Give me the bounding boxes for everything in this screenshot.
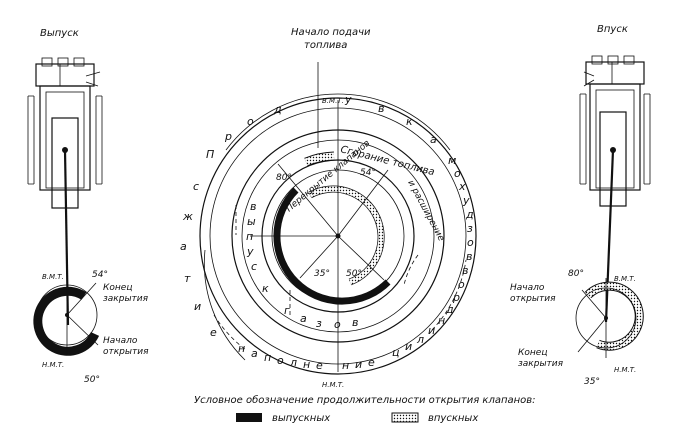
charge-letter-4: л xyxy=(289,356,297,369)
exhaust-small-circle: В.М.Т. 54° Конец закрытия Начало открыти… xyxy=(33,270,149,385)
cyl-letter-12: д xyxy=(465,208,474,221)
purge-letter-5: в xyxy=(378,102,384,115)
exhaust-title: Выпуск xyxy=(40,28,79,39)
purge-letter-3: д xyxy=(273,103,282,116)
purge-letter-6: к xyxy=(406,115,413,128)
legend-intake-label: впускных xyxy=(428,413,478,424)
center-tdc: В.М.Т. xyxy=(322,97,344,105)
cyl-letter-0: ц xyxy=(392,346,400,359)
left-start-line2: открытия xyxy=(103,347,149,357)
expansion-label: и расширение xyxy=(405,179,446,244)
left-end-line1: Конец xyxy=(103,283,132,293)
left-bdc-label: Н.М.Т. xyxy=(42,361,64,369)
cyl-letter-13: у xyxy=(462,194,470,207)
fuel-start-line1: Начало подачи xyxy=(291,27,371,38)
purge-letter-0: П xyxy=(206,148,214,161)
left-angle-top: 54° xyxy=(92,270,108,280)
exh-letter-3: у xyxy=(246,245,254,258)
exh-letter-2: п xyxy=(246,230,253,243)
compr-letter-0: с xyxy=(193,180,199,193)
left-angle-bottom: 50° xyxy=(84,375,100,385)
angle-35-center: 35° xyxy=(314,269,330,279)
cyl-letter-3: и xyxy=(428,324,435,337)
exh-letter-5: к xyxy=(262,282,269,295)
left-start-line1: Начало xyxy=(103,336,138,346)
compr-letter-5: е xyxy=(210,326,217,339)
exh-letter-0: в xyxy=(250,200,256,213)
exh-letter-7: а xyxy=(300,312,307,325)
intake-title: Впуск xyxy=(597,24,628,35)
purge-letter-2: о xyxy=(247,115,254,128)
charge-letter-9: е xyxy=(368,356,375,369)
compr-letter-1: ж xyxy=(182,210,193,223)
cyl-letter-11: з xyxy=(467,222,473,235)
fuel-start-line2: топлива xyxy=(304,40,347,51)
right-tdc-label: В.М.Т. xyxy=(614,275,636,283)
exhaust-engine-sketch: Выпуск xyxy=(27,28,103,326)
legend-exhaust-swatch xyxy=(236,413,262,422)
right-end-line2: закрытия xyxy=(518,359,564,369)
charge-letter-8: и xyxy=(355,358,362,371)
cyl-letter-2: л xyxy=(416,333,424,346)
charge-letter-3: о xyxy=(277,354,284,367)
charge-letter-7: н xyxy=(342,359,349,372)
left-tdc-label: В.М.Т. xyxy=(42,273,64,281)
exh-letter-1: ы xyxy=(247,215,256,228)
charge-letter-5: н xyxy=(303,358,310,371)
purge-letter-1: р xyxy=(224,130,232,143)
cyl-letter-4: н xyxy=(438,314,445,327)
purge-letter-4: у xyxy=(344,93,352,106)
cyl-letter-7: о xyxy=(458,278,465,291)
charge-letter-6: е xyxy=(316,359,323,372)
charge-letter-0: н xyxy=(238,342,245,355)
legend-exhaust-label: выпускных xyxy=(272,413,330,424)
center-bdc: Н.М.Т. xyxy=(322,381,344,389)
intake-engine-sketch: Впуск xyxy=(579,24,651,323)
cyl-letter-15: о xyxy=(454,167,461,180)
compr-letter-2: а xyxy=(180,240,187,253)
legend-intake-swatch xyxy=(391,412,419,423)
cyl-letter-1: и xyxy=(405,340,412,353)
intake-small-circle: 80° В.М.Т. Начало открытия Конец закрыти… xyxy=(510,269,644,387)
right-angle-top: 80° xyxy=(568,269,584,279)
charge-letter-2: п xyxy=(264,351,271,364)
exh-letter-6: г xyxy=(284,304,290,317)
cyl-letter-9: в xyxy=(466,250,472,263)
cyl-letter-6: р xyxy=(452,291,460,304)
left-end-line2: закрытия xyxy=(103,294,149,304)
angle-50-center: 50° xyxy=(346,269,362,279)
angle-54-center: 54° xyxy=(360,168,376,178)
cyl-letter-16: м xyxy=(448,154,456,167)
compr-letter-4: и xyxy=(194,300,201,313)
cyl-letter-5: д xyxy=(445,303,454,316)
central-diagram: Начало подачи топлива В.М.Т. Н.М.Т. П р … xyxy=(180,27,477,389)
exh-letter-8: з xyxy=(316,317,322,330)
cyl-letter-14: х xyxy=(458,180,466,193)
legend-title: Условное обозначение продолжительности о… xyxy=(194,394,536,406)
cyl-letter-8: в xyxy=(462,264,468,277)
cyl-letter-10: о xyxy=(467,236,474,249)
purge-letter-7: а xyxy=(430,133,437,146)
charge-letter-1: а xyxy=(251,347,258,360)
exh-letter-10: в xyxy=(352,316,358,329)
legend: Условное обозначение продолжительности о… xyxy=(194,394,536,424)
compr-letter-3: т xyxy=(184,272,191,285)
right-start-line2: открытия xyxy=(510,294,556,304)
angle-80-center: 80° xyxy=(276,173,292,183)
right-start-line1: Начало xyxy=(510,283,545,293)
exh-letter-9: о xyxy=(334,318,341,331)
right-end-line1: Конец xyxy=(518,348,547,358)
exh-letter-4: с xyxy=(251,260,257,273)
right-angle-bottom: 35° xyxy=(584,377,600,387)
right-bdc-label: Н.М.Т. xyxy=(614,366,636,374)
